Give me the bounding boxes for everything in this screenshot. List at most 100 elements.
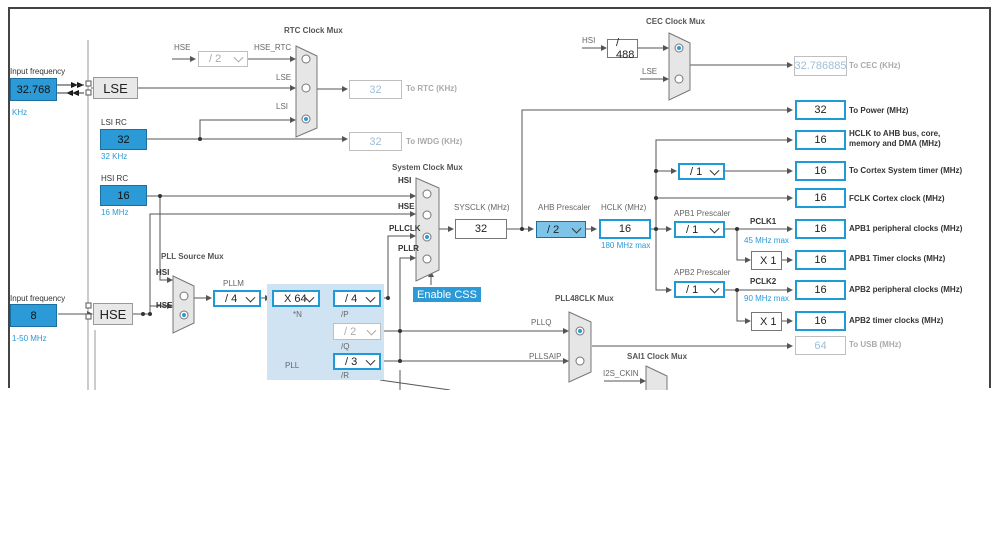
ahb-prescaler-label: AHB Prescaler: [538, 203, 591, 212]
pllr-value: / 3: [345, 355, 358, 368]
cec-mux-shape: [668, 32, 691, 101]
apb2-periph-output-value: 16: [795, 280, 846, 300]
apb2-prescaler-select[interactable]: / 1: [674, 281, 725, 298]
apb2-prescaler-value: / 1: [686, 283, 699, 296]
plln-label: *N: [293, 310, 302, 319]
apb2-timer-output-value: 16: [795, 311, 846, 331]
lsi-value: 32: [100, 129, 147, 150]
hclk-input[interactable]: 16: [599, 219, 651, 239]
apb2-max-label: 90 MHz max: [744, 294, 789, 303]
hclk-max-label: 180 MHz max: [601, 241, 651, 250]
pllr-label: /R: [341, 371, 349, 380]
rtc-hse-label: HSE: [174, 43, 191, 52]
pll-source-hse-label: HSE: [156, 301, 173, 310]
apb1-timer-output-value: 16: [795, 250, 846, 270]
pllp-label: /P: [341, 310, 349, 319]
rtc-hse-divider-value: / 2: [209, 53, 222, 65]
hsi-title: HSI RC: [101, 174, 129, 183]
ahb-prescaler-select[interactable]: / 2: [536, 221, 586, 238]
cortex-timer-divider-select[interactable]: / 1: [678, 163, 725, 180]
cortex-timer-output-label: To Cortex System timer (MHz): [849, 166, 963, 175]
pllq-label: /Q: [341, 342, 350, 351]
hse-frequency-input[interactable]: 8: [10, 304, 57, 327]
fclk-output-value: 16: [795, 188, 846, 208]
pllr-select[interactable]: / 3: [333, 353, 381, 370]
rtc-lsi-label: LSI: [276, 102, 289, 111]
sys-mux-hsi-label: HSI: [398, 176, 412, 185]
pll-name-label: PLL: [285, 361, 300, 370]
usb-output-label: To USB (MHz): [849, 340, 902, 349]
chevron-down-icon: [709, 165, 720, 176]
clock-configuration-diagram: RTC Clock Mux HSE / 2 HSE_RTC LSE LSI 32…: [8, 7, 991, 390]
rtc-output-value: 32: [349, 80, 402, 99]
pll-source-mux-shape: [172, 275, 195, 334]
lsi-unit-label: 32 KHz: [101, 152, 128, 161]
rtc-hse-divider-select[interactable]: / 2: [198, 51, 248, 67]
pllq-select[interactable]: / 2: [333, 323, 381, 340]
ahb-prescaler-value: / 2: [547, 223, 560, 236]
sysclk-value: 32: [455, 219, 507, 239]
pll48-mux-title: PLL48CLK Mux: [555, 294, 614, 303]
power-output-label: To Power (MHz): [849, 106, 909, 115]
sys-mux-pllr-label: PLLR: [398, 244, 419, 253]
pclk2-label: PCLK2: [750, 277, 777, 286]
apb2-prescaler-label: APB2 Prescaler: [674, 268, 731, 277]
lse-oscillator: LSE: [93, 77, 138, 99]
apb2-timer-multiplier: X 1: [751, 312, 782, 331]
hse-frequency-label: Input frequency: [10, 294, 66, 303]
pllm-value: / 4: [225, 292, 238, 305]
sai1-mux-shape: [645, 365, 668, 390]
chevron-down-icon: [709, 283, 720, 294]
cortex-timer-output-value: 16: [795, 161, 846, 181]
apb1-prescaler-value: / 1: [686, 223, 699, 236]
apb1-periph-output-label: APB1 peripheral clocks (MHz): [849, 224, 963, 233]
pllm-label: PLLM: [223, 279, 244, 288]
lse-frequency-label: Input frequency: [10, 67, 66, 76]
cec-lse-label: LSE: [642, 67, 658, 76]
apb2-periph-output-label: APB2 peripheral clocks (MHz): [849, 285, 963, 294]
hsi-value: 16: [100, 185, 147, 206]
power-output-value: 32: [795, 100, 846, 120]
rtc-mux-title: RTC Clock Mux: [284, 26, 343, 35]
plln-select[interactable]: X 64: [272, 290, 320, 307]
ahb-bus-output-value: 16: [795, 130, 846, 150]
system-mux-title: System Clock Mux: [392, 163, 463, 172]
cec-hsi-divider: / 488: [607, 37, 638, 61]
hse-range-label: 1-50 MHz: [12, 334, 47, 343]
ahb-bus-output-label: HCLK to AHB bus, core, memory and DMA (M…: [849, 129, 941, 148]
apb1-max-label: 45 MHz max: [744, 236, 789, 245]
rtc-hse-rtc-label: HSE_RTC: [254, 43, 292, 52]
lse-unit-label: KHz: [12, 108, 28, 117]
apb1-prescaler-select[interactable]: / 1: [674, 221, 725, 238]
cortex-timer-divider-value: / 1: [690, 165, 703, 178]
pllp-select[interactable]: / 4: [333, 290, 381, 307]
chevron-down-icon: [571, 223, 582, 234]
clock-wires: [8, 7, 991, 390]
pllp-value: / 4: [345, 292, 358, 305]
cec-output-value: 32.786885: [794, 56, 847, 76]
pllm-select[interactable]: / 4: [213, 290, 261, 307]
pll48-pllq-label: PLLQ: [531, 318, 552, 327]
rtc-output-label: To RTC (KHz): [406, 84, 457, 93]
hsi-unit-label: 16 MHz: [101, 208, 129, 217]
chevron-down-icon: [709, 223, 720, 234]
iwdg-output-value: 32: [349, 132, 402, 151]
chevron-down-icon: [365, 355, 376, 366]
chevron-down-icon: [233, 52, 244, 63]
apb1-timer-multiplier: X 1: [751, 251, 782, 270]
pll-source-mux-title: PLL Source Mux: [161, 252, 224, 261]
lse-frequency-input[interactable]: 32.768: [10, 78, 57, 101]
chevron-down-icon: [245, 292, 256, 303]
sysclk-label: SYSCLK (MHz): [454, 203, 510, 212]
enable-css-button[interactable]: Enable CSS: [413, 287, 481, 302]
pllq-value: / 2: [344, 325, 357, 338]
lsi-title: LSI RC: [101, 118, 127, 127]
sai1-i2s-ckin-label: I2S_CKIN: [603, 369, 639, 378]
hclk-label: HCLK (MHz): [601, 203, 647, 212]
pll48-pllsaip-label: PLLSAIP: [529, 352, 562, 361]
sys-mux-hse-label: HSE: [398, 202, 415, 211]
chevron-down-icon: [365, 292, 376, 303]
cec-hsi-label: HSI: [582, 36, 596, 45]
pll48-mux-shape: [568, 311, 592, 383]
